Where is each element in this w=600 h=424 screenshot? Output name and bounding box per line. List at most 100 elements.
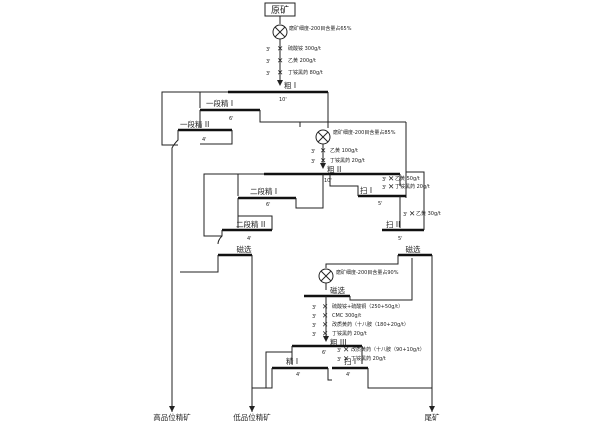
reagent-line: 丁铵黑药 80g/t xyxy=(288,69,323,76)
reagent-cross-icon: ✕ xyxy=(343,354,349,363)
arrow-icon xyxy=(429,406,435,412)
arrow-icon xyxy=(249,406,255,412)
reagent-cross-icon: ✕ xyxy=(277,56,283,65)
reagent-time: 3' xyxy=(312,305,317,311)
stage1-rough-time: 10' xyxy=(279,97,287,103)
reagent-line: 改质黄药（十八胺（90+10g/t） xyxy=(351,346,425,353)
reagent-cross-icon: ✕ xyxy=(322,302,328,311)
stage2-mag-left-feed xyxy=(217,230,223,245)
stage1-clean1-tail-line xyxy=(259,110,301,127)
mixer-cross xyxy=(274,26,286,38)
stage1-clean2-label: 一段精 II xyxy=(180,119,209,129)
feed-label: 原矿 xyxy=(271,4,289,16)
reagent-time: 3' xyxy=(312,314,317,320)
stage2-clean2-label: 二段精 II xyxy=(236,219,265,229)
reagent-line: 乙黄 50g/t xyxy=(395,175,420,182)
stage1-rough-label: 粗 I xyxy=(284,80,296,90)
stage2-scav-label: 扫 I xyxy=(360,185,372,195)
reagent-time: 3' xyxy=(403,212,408,218)
reagent-line: 丁铵黑药 20g/t xyxy=(351,355,386,362)
stage2-mag-right-label: 磁选 xyxy=(406,244,421,254)
mixer-cross xyxy=(320,270,332,282)
stage1-reagents: 3' ✕ 硫酸铵 300g/t 3' ✕ 乙黄 200g/t 3' ✕ 丁铵黑药… xyxy=(266,44,323,77)
stage2-mag-left-line xyxy=(180,255,219,273)
arrow-icon xyxy=(320,163,326,169)
stage3-scav-label: 扫 I xyxy=(344,356,356,366)
reagent-time: 3' xyxy=(311,159,316,165)
stage3-scav-tail-line xyxy=(367,368,432,389)
reagent-time: 3' xyxy=(382,185,387,191)
stage1-clean1-label: 一段精 I xyxy=(206,98,233,108)
stage2-clean1-time: 6' xyxy=(266,202,271,208)
stage3-mag-tail-line xyxy=(349,258,413,301)
stage1-grinding-text: 磨矿细度-200目含量占65% xyxy=(289,25,352,32)
reagent-cross-icon: ✕ xyxy=(277,68,283,77)
reagent-cross-icon: ✕ xyxy=(388,174,394,183)
reagent-line: 丁铵黑药 20g/t xyxy=(395,183,430,190)
high-grade-line xyxy=(171,130,179,412)
arrow-icon xyxy=(169,406,175,412)
reagent-line: 改质黄药（十八胺（180+20g/t） xyxy=(332,321,409,328)
stage2-rough-label: 粗 II xyxy=(327,164,341,174)
stage1-recycle-line xyxy=(161,91,228,146)
reagent-line: 丁铵黑药 20g/t xyxy=(330,157,365,164)
reagent-line: CMC 300g/t xyxy=(332,313,361,319)
reagent-cross-icon: ✕ xyxy=(320,146,326,155)
stage3-scav-time: 4' xyxy=(346,372,351,378)
stage2-clean2-tail-line xyxy=(238,215,273,230)
reagent-cross-icon: ✕ xyxy=(322,320,328,329)
stage3-internal-line xyxy=(327,368,332,381)
product-high-grade: 高品位精矿 xyxy=(153,412,191,422)
stage3-extra-reagents: 3' ✕ 改质黄药（十八胺（90+10g/t） 3' ✕ 丁铵黑药 20g/t xyxy=(337,345,425,363)
stage1-clean2-time: 4' xyxy=(202,137,207,143)
stage1-clean1-time: 6' xyxy=(229,116,234,122)
stage1-clean2-tail-line xyxy=(200,130,233,145)
stage2-rough-time: 10' xyxy=(324,178,332,184)
reagent-cross-icon: ✕ xyxy=(320,156,326,165)
reagent-cross-icon: ✕ xyxy=(343,345,349,354)
stage3-rough-label: 粗 III xyxy=(330,337,347,347)
stage2-clean2-time: 4' xyxy=(247,236,252,242)
stage2-recycle-line xyxy=(203,173,264,237)
stage2-scav-return-line xyxy=(329,174,359,196)
reagent-time: 3' xyxy=(337,357,342,363)
stage2-scav2-label: 扫 II xyxy=(386,219,400,229)
stage3-grinding-text: 磨矿细度-200目含量占90% xyxy=(336,269,399,276)
mixer-cross xyxy=(317,131,329,143)
stage3-reagents: 3' ✕ 硫酸铵+硫酸铜（250+50g/t） 3' ✕ CMC 300g/t … xyxy=(312,302,409,338)
reagent-line: 乙黄 200g/t xyxy=(288,57,316,64)
stage2-scav-reagents: 3' ✕ 乙黄 50g/t 3' ✕ 丁铵黑药 20g/t xyxy=(382,174,430,191)
stage3-rough-time: 6' xyxy=(322,350,327,356)
reagent-time: 3' xyxy=(266,71,271,77)
stage2-clean1-tail-line xyxy=(295,174,324,209)
reagent-cross-icon: ✕ xyxy=(322,329,328,338)
stage3-mag-label: 磁选 xyxy=(330,285,345,295)
product-low-grade: 低品位精矿 xyxy=(233,412,271,422)
stage3-clean-time: 4' xyxy=(296,372,301,378)
stage3-concentrate-line xyxy=(252,368,273,389)
reagent-line: 丁铵黑药 20g/t xyxy=(332,330,367,337)
reagent-cross-icon: ✕ xyxy=(409,209,415,218)
stage2-mag-left-label: 磁选 xyxy=(237,244,252,254)
reagent-time: 3' xyxy=(312,332,317,338)
stage2-reagents: 3' ✕ 乙黄 100g/t 3' ✕ 丁铵黑药 20g/t xyxy=(311,146,365,165)
reagent-time: 3' xyxy=(266,47,271,53)
stage2-clean1-label: 二段精 I xyxy=(250,186,277,196)
reagent-time: 3' xyxy=(312,323,317,329)
reagent-line: 硫酸铵+硫酸铜（250+50g/t） xyxy=(332,303,403,310)
reagent-cross-icon: ✕ xyxy=(277,44,283,53)
reagent-time: 3' xyxy=(382,177,387,183)
reagent-cross-icon: ✕ xyxy=(388,182,394,191)
reagent-time: 3' xyxy=(337,348,342,354)
stage2-scav2-time: 5' xyxy=(398,236,403,242)
product-tailings: 尾矿 xyxy=(425,412,440,422)
stage2-scav-time: 5' xyxy=(378,201,383,207)
stage2-scav2-return-line xyxy=(406,171,425,230)
reagent-line: 乙黄 100g/t xyxy=(330,147,358,154)
stage3-feed-line xyxy=(325,255,399,268)
reagent-time: 3' xyxy=(311,149,316,155)
reagent-line: 硫酸铵 300g/t xyxy=(288,45,321,52)
reagent-cross-icon: ✕ xyxy=(322,311,328,320)
